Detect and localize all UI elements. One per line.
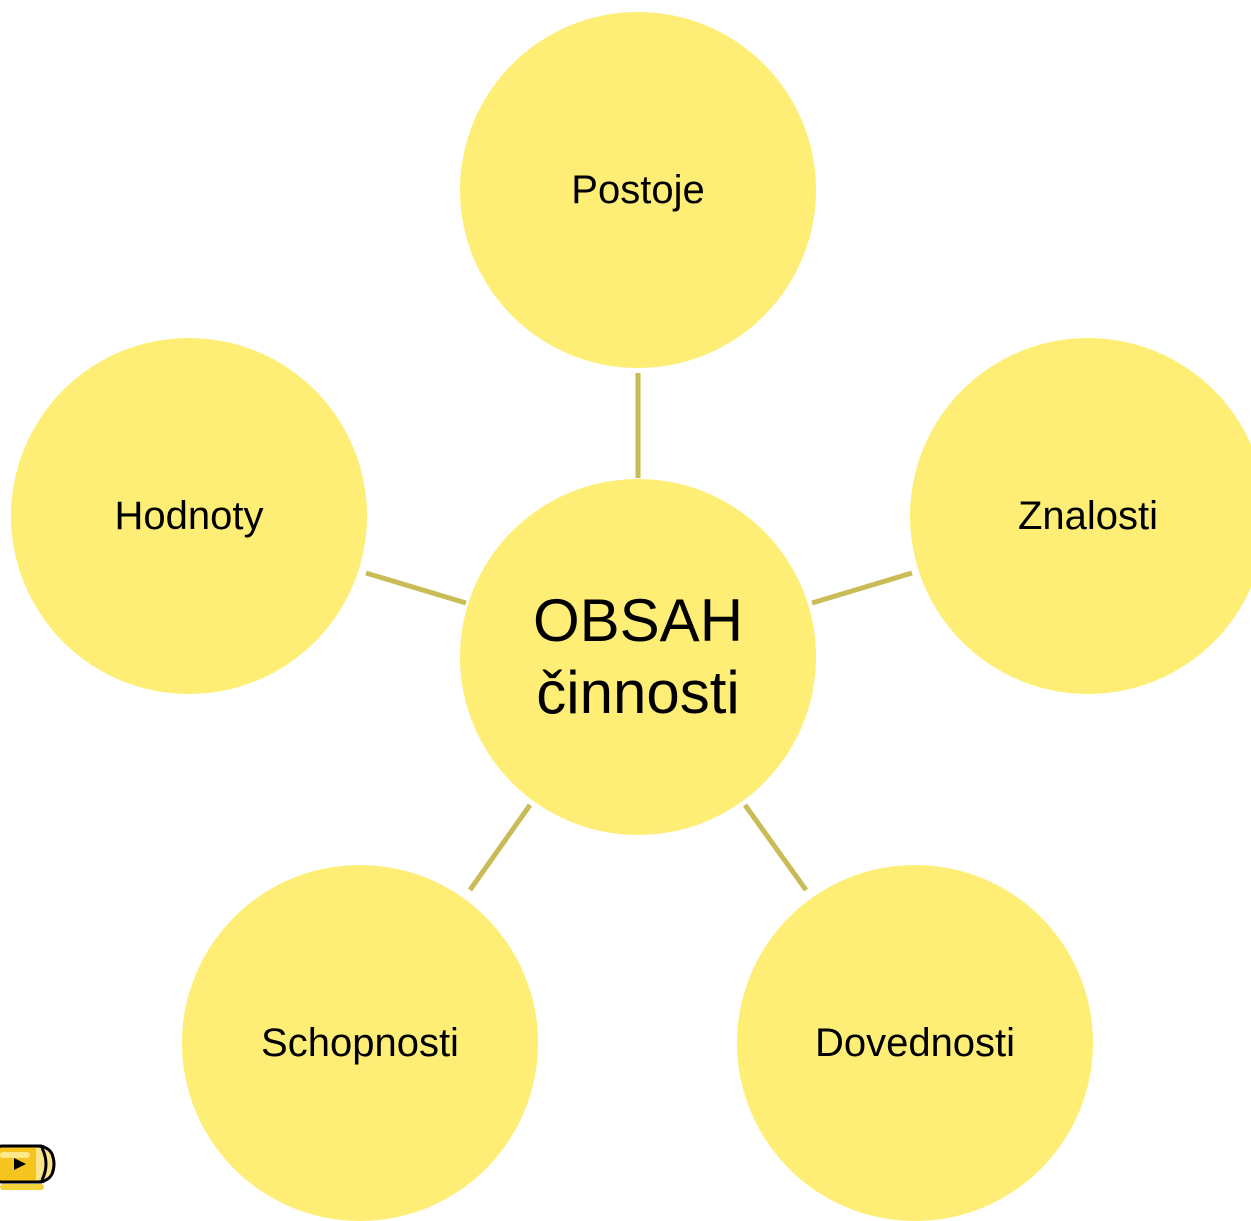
connector-dovednosti (742, 803, 809, 892)
connector-schopnosti (467, 803, 533, 892)
node-dovednosti: Dovednosti (737, 865, 1093, 1221)
pencil-icon[interactable] (0, 1136, 64, 1202)
node-hodnoty: Hodnoty (11, 338, 367, 694)
node-center-obsah: OBSAH činnosti (460, 479, 816, 835)
center-label: OBSAH činnosti (532, 587, 744, 726)
node-znalosti: Znalosti (910, 338, 1251, 694)
connector-hodnoty (365, 570, 467, 606)
node-schopnosti: Schopnosti (182, 865, 538, 1221)
node-label: Schopnosti (261, 1021, 459, 1065)
node-label: Dovednosti (814, 1021, 1016, 1065)
node-label: Postoje (571, 168, 705, 212)
node-label: Znalosti (1017, 494, 1159, 538)
node-label: Hodnoty (114, 494, 264, 538)
node-postoje: Postoje (460, 12, 816, 368)
connector-znalosti (811, 570, 913, 606)
